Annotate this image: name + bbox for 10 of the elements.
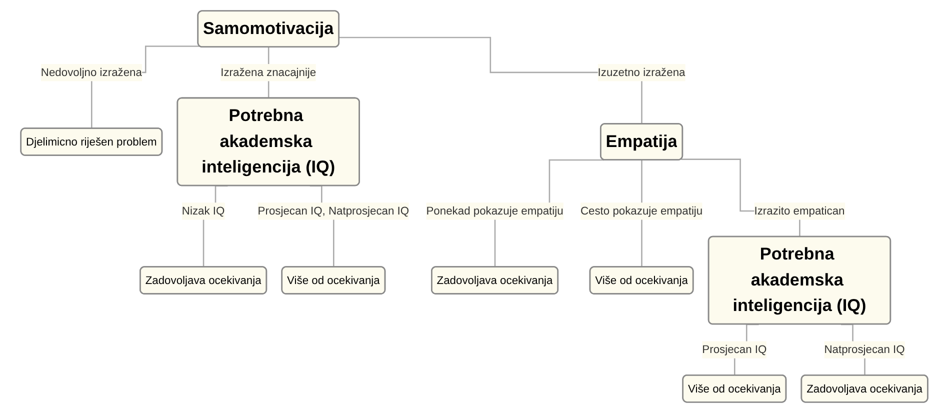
edge-label: Prosjecan IQ [702, 342, 766, 356]
edge-label: Cesto pokazuje empatiju [580, 204, 702, 218]
edge-label: Izražena znacajnije [220, 66, 316, 79]
edge-label: Izrazito empatican [754, 204, 844, 218]
edge-label: Natprosjecan IQ [824, 342, 905, 356]
edge-label: Nizak IQ [182, 204, 224, 218]
edge-label: Prosjecan IQ, Natprosjecan IQ [258, 204, 409, 218]
edge-label: Nedovoljno izražena [40, 66, 142, 79]
edge-label: Ponekad pokazuje empatiju [426, 204, 564, 218]
edge-label: Izuzetno izražena [598, 66, 685, 79]
